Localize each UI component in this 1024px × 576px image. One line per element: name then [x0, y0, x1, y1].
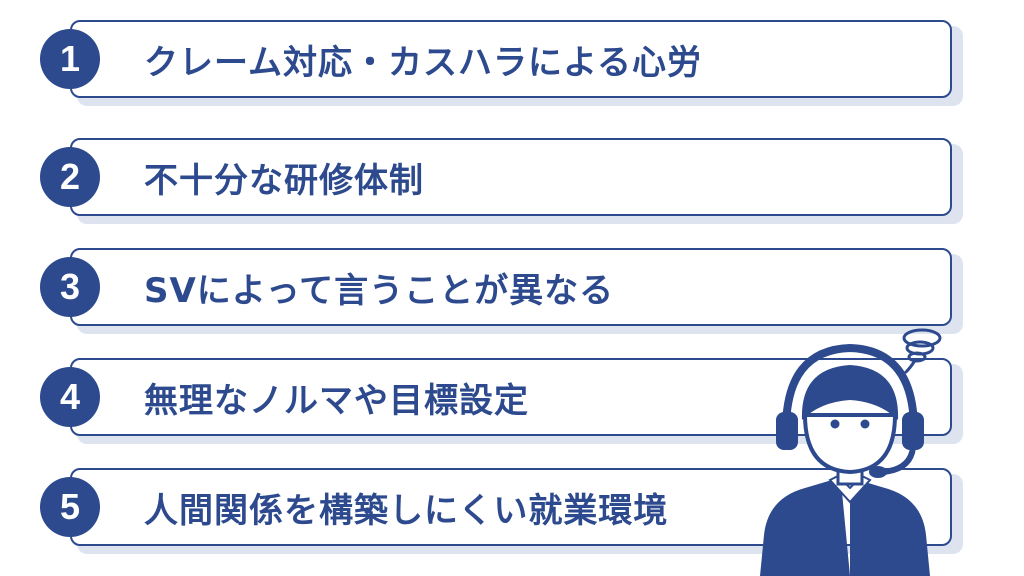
- item-text: クレーム対応・カスハラによる心労: [144, 42, 702, 83]
- number-badge: 2: [40, 147, 100, 207]
- operator-body: [760, 480, 930, 576]
- stress-swirl-icon: [902, 328, 942, 374]
- number-badge: 3: [40, 257, 100, 317]
- operator-hair: [801, 365, 899, 420]
- headset-mic: [869, 466, 887, 478]
- number-badge: 1: [40, 29, 100, 89]
- operator-eye-right: [860, 419, 870, 429]
- operator-eye-left: [830, 419, 840, 429]
- item-text: 人間関係を構築しにくい就業環境: [144, 490, 669, 531]
- number-badge: 4: [40, 367, 100, 427]
- headset-band: [782, 343, 918, 431]
- card: [70, 248, 952, 326]
- list-item-3: 3 SVによって言うことが異なる: [40, 248, 970, 334]
- headset-ear-right: [902, 412, 924, 450]
- item-text: SVによって言うことが異なる: [144, 270, 615, 311]
- list-item-2: 2 不十分な研修体制: [40, 138, 970, 224]
- number-badge: 5: [40, 477, 100, 537]
- headset-ear-left: [776, 412, 798, 450]
- item-text: 無理なノルマや目標設定: [144, 380, 529, 421]
- card: [70, 138, 952, 216]
- list-item-5: 5 人間関係を構築しにくい就業環境: [40, 468, 970, 554]
- card: [70, 20, 952, 98]
- operator-face: [802, 413, 898, 475]
- list-item-1: 1 クレーム対応・カスハラによる心労: [40, 20, 970, 106]
- item-text: 不十分な研修体制: [144, 160, 424, 201]
- operator-illustration: [760, 328, 942, 576]
